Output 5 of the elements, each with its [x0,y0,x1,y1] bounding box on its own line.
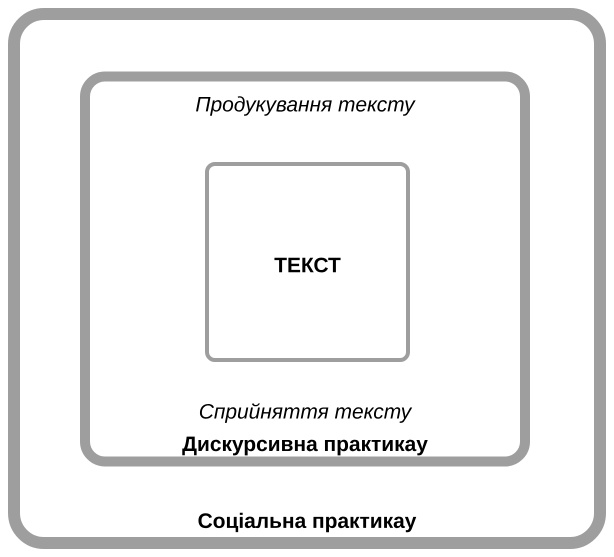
box-label: Соціальна практикау [198,512,416,532]
box-label: Дискурсивна практикау [182,436,428,456]
box-label: ТЕКСТ [274,258,341,272]
caption-text: Сприйняття тексту [200,403,412,423]
caption-text: Продукування тексту [196,96,416,116]
